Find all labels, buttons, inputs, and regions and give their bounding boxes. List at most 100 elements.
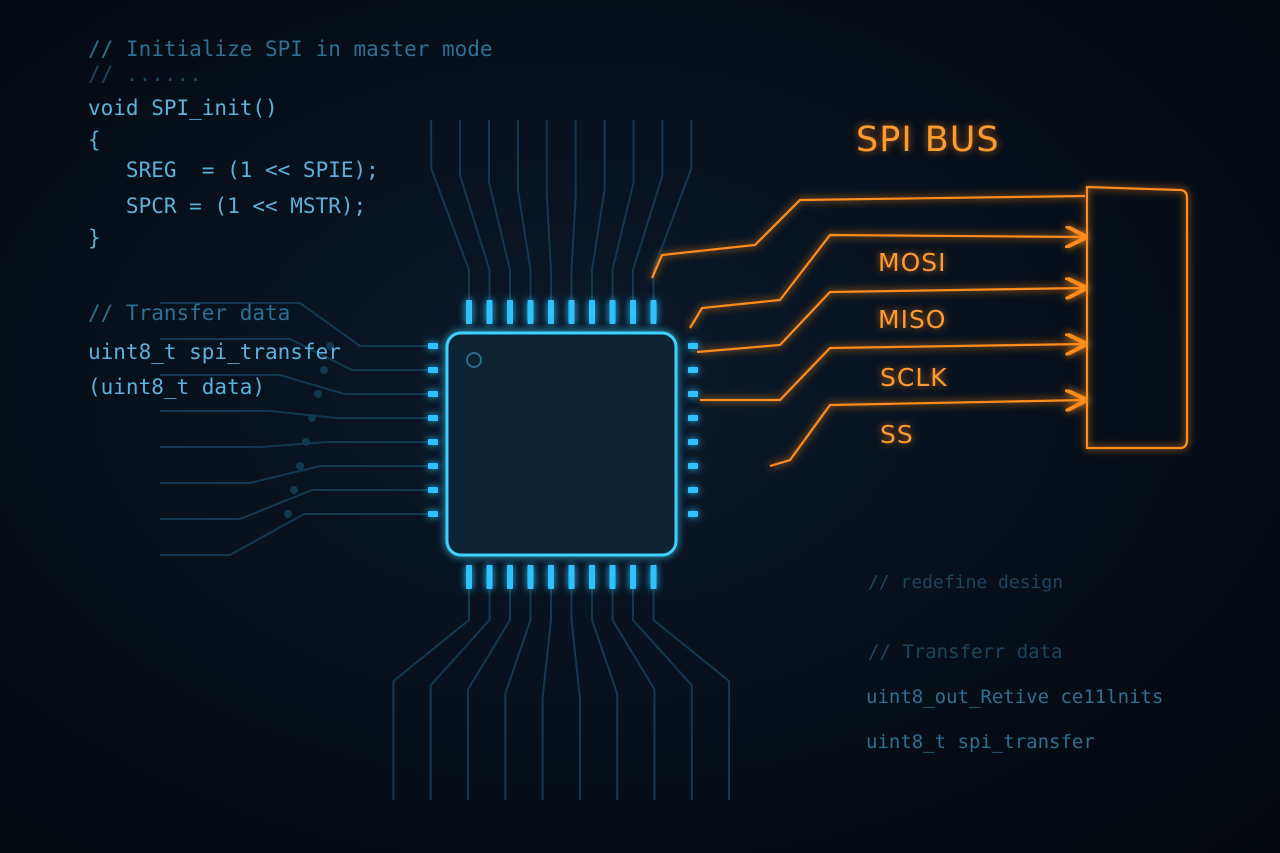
trace	[160, 441, 428, 448]
chip-pin-top	[486, 300, 493, 324]
bus-line-sclk	[700, 344, 1085, 402]
trace-via	[290, 486, 298, 494]
trace-via	[284, 510, 292, 518]
trace-via	[314, 390, 322, 398]
chip-pin-left	[428, 391, 438, 397]
code-line: (uint8_t data)	[88, 375, 266, 399]
code-right-comment: // Transferr data	[868, 641, 1063, 663]
signal-label-ss: SS	[880, 420, 914, 449]
code-line: }	[88, 226, 101, 250]
trace	[160, 410, 428, 419]
microcontroller-chip	[445, 331, 678, 557]
chip-pin-left	[428, 367, 438, 373]
trace	[570, 120, 577, 300]
trace-via	[302, 438, 310, 446]
trace	[429, 589, 491, 800]
spi-device-box	[1085, 185, 1189, 450]
chip-pin-top	[466, 300, 472, 324]
trace	[652, 589, 731, 800]
chip-pin-top	[650, 300, 657, 324]
chip-pin-bottom	[568, 565, 575, 589]
signal-label-sclk: SCLK	[880, 363, 948, 392]
trace	[160, 374, 428, 395]
bus-line-ss	[769, 400, 1085, 468]
chip-pin-bottom	[630, 565, 636, 589]
trace	[459, 120, 491, 300]
chip-pin-bottom	[650, 565, 657, 589]
trace	[160, 489, 428, 520]
trace-via	[308, 414, 316, 422]
code-line: SREG = (1 << SPIE);	[88, 158, 379, 182]
bus-line-mosi	[689, 235, 1085, 329]
chip-pin-bottom	[589, 565, 595, 589]
code-comment-dots: // ......	[88, 62, 202, 86]
code-right-line: uint8_t spi_transfer	[866, 731, 1095, 753]
chip-pin-right	[688, 367, 698, 373]
bus-line-top	[650, 194, 1086, 279]
code-comment-transfer: // Transfer data	[88, 301, 291, 325]
trace	[591, 120, 606, 300]
chip-pin-left	[428, 463, 438, 469]
signal-label-mosi: MOSI	[878, 248, 947, 277]
trace	[160, 302, 428, 347]
code-line: SPCR = (1 << MSTR);	[88, 194, 367, 218]
trace	[611, 120, 635, 300]
chip-pin-top	[527, 300, 534, 324]
trace	[467, 589, 511, 800]
trace-via	[296, 462, 304, 470]
chip-pin-right	[688, 391, 698, 397]
chip-pin-right	[688, 487, 698, 493]
trace	[632, 589, 693, 800]
trace	[652, 120, 693, 300]
chip-pin-left	[428, 415, 438, 421]
trace	[160, 513, 428, 556]
trace	[516, 120, 532, 300]
chip-pin-left	[428, 511, 438, 517]
pin1-marker	[466, 352, 482, 368]
trace	[504, 589, 532, 800]
trace	[591, 589, 619, 800]
code-line: uint8_t spi_transfer	[88, 340, 341, 364]
chip-pin-bottom	[548, 565, 554, 589]
code-comment-init: // Initialize SPI in master mode	[88, 37, 493, 61]
trace	[430, 120, 470, 300]
chip-pin-right	[688, 439, 698, 445]
code-right-line: uint8_out_Retive ce11lnits	[866, 686, 1164, 708]
spi-bus-lines	[650, 185, 1189, 468]
chip-pin-top	[609, 300, 616, 324]
chip-pin-top	[507, 300, 513, 324]
chip-pin-top	[548, 300, 554, 324]
chip-pin-left	[428, 343, 438, 349]
trace	[488, 120, 511, 300]
code-line: {	[88, 128, 101, 152]
chip-pin-right	[688, 415, 698, 421]
trace	[632, 120, 664, 300]
trace	[392, 589, 470, 800]
signal-label-miso: MISO	[878, 305, 947, 334]
chip-pin-left	[428, 439, 438, 445]
chip-pin-right	[688, 343, 698, 349]
chip-pins	[428, 300, 698, 589]
chip-pin-left	[428, 487, 438, 493]
code-line: void SPI_init()	[88, 96, 278, 120]
trace-via	[320, 366, 328, 374]
trace	[160, 338, 428, 371]
chip-pin-top	[589, 300, 595, 324]
code-right-comment: // redefine design	[868, 572, 1064, 593]
chip-pin-bottom	[466, 565, 472, 589]
chip-pin-bottom	[609, 565, 616, 589]
trace	[570, 589, 581, 800]
chip-pin-bottom	[486, 565, 493, 589]
trace	[160, 465, 428, 484]
chip-pin-top	[568, 300, 575, 324]
pcb-traces	[160, 120, 731, 800]
chip-pin-right	[688, 511, 698, 517]
chip-pin-bottom	[507, 565, 513, 589]
trace	[545, 120, 552, 300]
chip-pin-top	[630, 300, 636, 324]
bus-line-miso	[696, 288, 1085, 354]
chip-pin-right	[688, 463, 698, 469]
trace	[611, 589, 656, 800]
trace-via	[326, 342, 334, 350]
